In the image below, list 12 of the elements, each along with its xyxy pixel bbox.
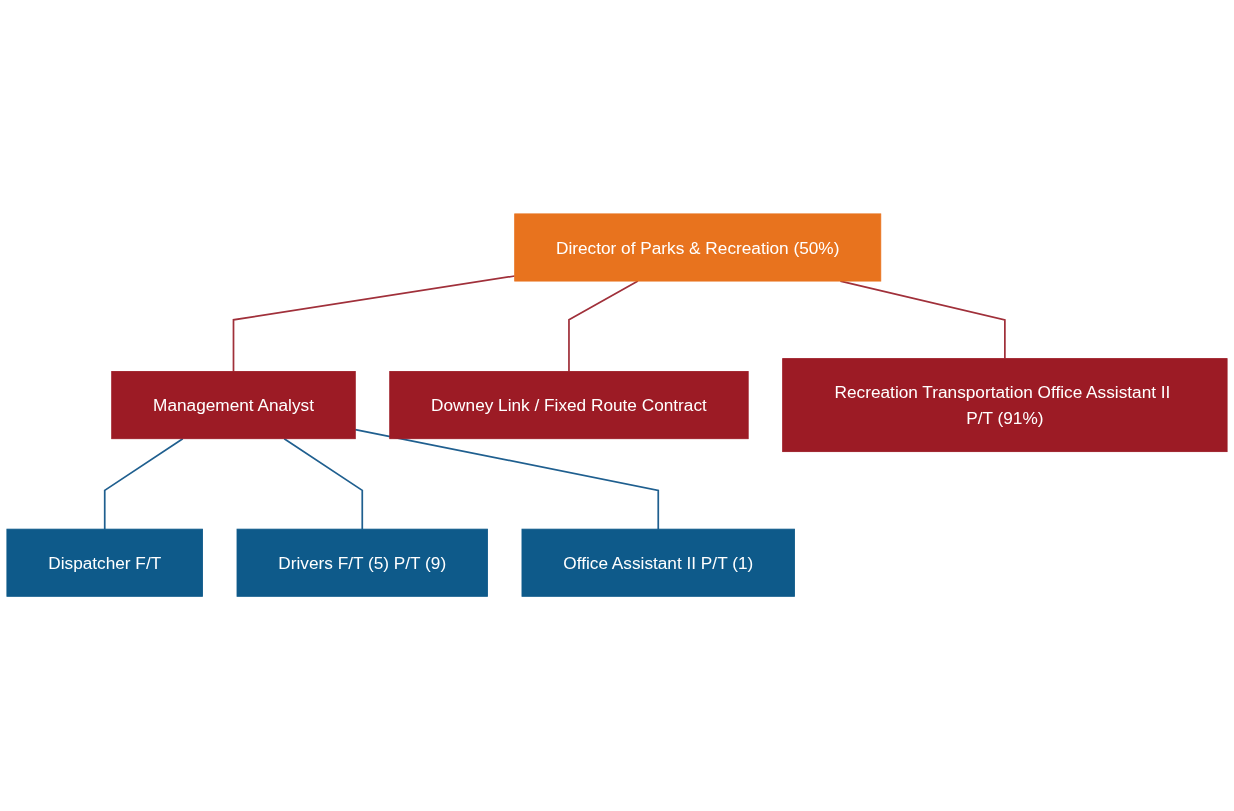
node-box: Management Analyst: [111, 371, 356, 440]
node-box: Downey Link / Fixed Route Contract: [389, 371, 749, 440]
node-box: Office Assistant II P/T (1): [521, 529, 795, 598]
connector: [103, 438, 184, 531]
node-box: Recreation Transportation Office Assistant II P/T (91%): [782, 358, 1228, 453]
connector: [354, 429, 660, 531]
connector: [232, 275, 516, 373]
connector: [283, 438, 364, 531]
connector: [568, 280, 639, 373]
node-box: Dispatcher F/T: [6, 529, 203, 598]
node-box: Director of Parks & Recreation (50%): [514, 213, 882, 282]
node-box: Drivers F/T (5) P/T (9): [236, 529, 488, 598]
